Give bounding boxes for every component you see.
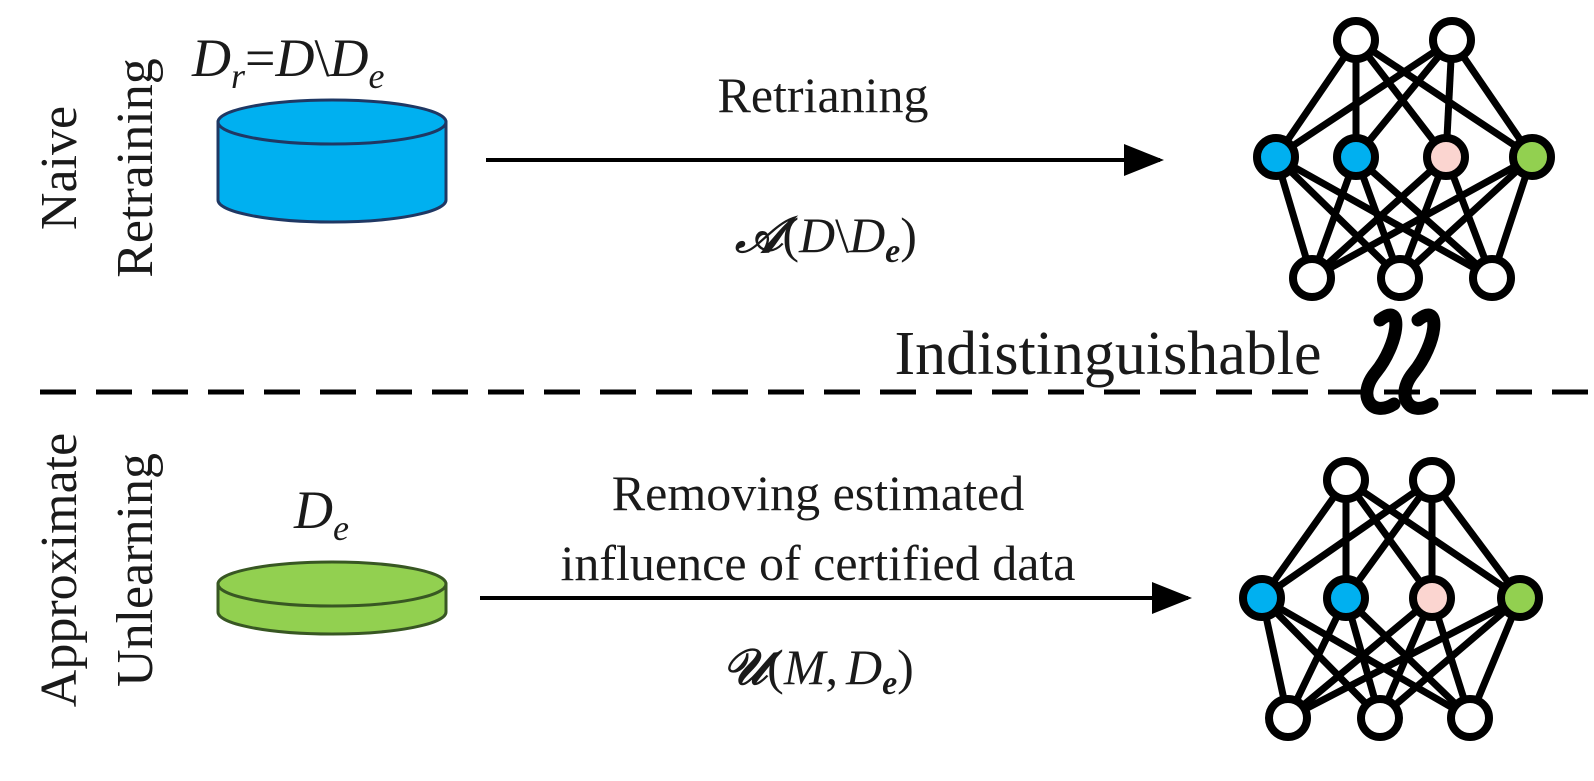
section-label-naive-retraining: Naive Retraining <box>31 58 164 278</box>
bottom-network-edge <box>1377 595 1523 721</box>
top-network-output-node <box>1377 255 1423 301</box>
bottom-formula: 𝒰(M,De) <box>722 637 914 702</box>
label-background <box>862 318 1362 384</box>
bottom-network-hidden-node <box>1497 575 1543 621</box>
bottom-network-output-node <box>1357 695 1403 741</box>
bottom-neural-network-icon <box>1239 457 1543 741</box>
bottom-network-edge <box>1286 594 1522 722</box>
approx-equal-icon <box>1360 308 1441 415</box>
bottom-network-hidden-node <box>1239 575 1285 621</box>
top-network-edge <box>1449 38 1535 159</box>
top-network-edge <box>1309 154 1449 281</box>
section-label-approximate-unlearning: Approximate Unlearning <box>31 433 164 707</box>
bottom-network-edge <box>1285 595 1435 721</box>
bottom-network-edge <box>1343 477 1435 601</box>
top-network-edge <box>1353 37 1455 160</box>
top-network-edge <box>1397 154 1535 281</box>
top-formula: 𝒜(D\De) <box>734 205 917 270</box>
section-label-unlearning: Unlearning <box>107 453 164 687</box>
bottom-network-hidden-node <box>1323 575 1369 621</box>
indistinguishable-label: Indistinguishable <box>894 320 1321 388</box>
top-dataset-cylinder-icon <box>216 98 448 224</box>
bottom-network-edge <box>1259 595 1383 721</box>
bottom-network-output-node <box>1265 695 1311 741</box>
bottom-network-output-node <box>1447 695 1493 741</box>
section-label-retraining: Retraining <box>107 58 164 278</box>
top-network-hidden-node <box>1423 134 1469 180</box>
top-dataset-label: Dr=D\De <box>191 28 385 96</box>
top-neural-network-icon <box>1253 17 1555 301</box>
bottom-network-edge <box>1260 477 1434 601</box>
bottom-network-edge <box>1429 477 1523 601</box>
bottom-dataset-label: De <box>293 480 349 548</box>
top-network-output-node <box>1469 255 1515 301</box>
top-network-edge <box>1274 37 1454 160</box>
bottom-arrow-label-line1: Removing estimated <box>612 465 1024 521</box>
top-arrow-label: Retrianing <box>717 67 928 123</box>
top-network-output-node <box>1289 255 1335 301</box>
bottom-network-hidden-node <box>1409 575 1455 621</box>
top-network-hidden-node <box>1509 134 1555 180</box>
section-label-naive: Naive <box>31 106 88 230</box>
top-network-edge <box>1273 38 1359 159</box>
top-network-edge <box>1310 153 1534 282</box>
bottom-network-input-node <box>1323 457 1369 503</box>
top-network-hidden-node <box>1333 134 1379 180</box>
top-network-input-node <box>1429 17 1475 63</box>
bottom-arrow-label-line2: influence of certified data <box>561 535 1076 591</box>
bottom-network-edge <box>1259 477 1349 601</box>
bottom-network-input-node <box>1409 457 1455 503</box>
top-network-edge <box>1273 154 1403 281</box>
top-network-input-node <box>1333 17 1379 63</box>
top-network-hidden-node <box>1253 134 1299 180</box>
bottom-dataset-cylinder-icon <box>216 560 448 636</box>
section-label-approximate: Approximate <box>31 433 88 707</box>
top-network-edge <box>1354 37 1534 160</box>
